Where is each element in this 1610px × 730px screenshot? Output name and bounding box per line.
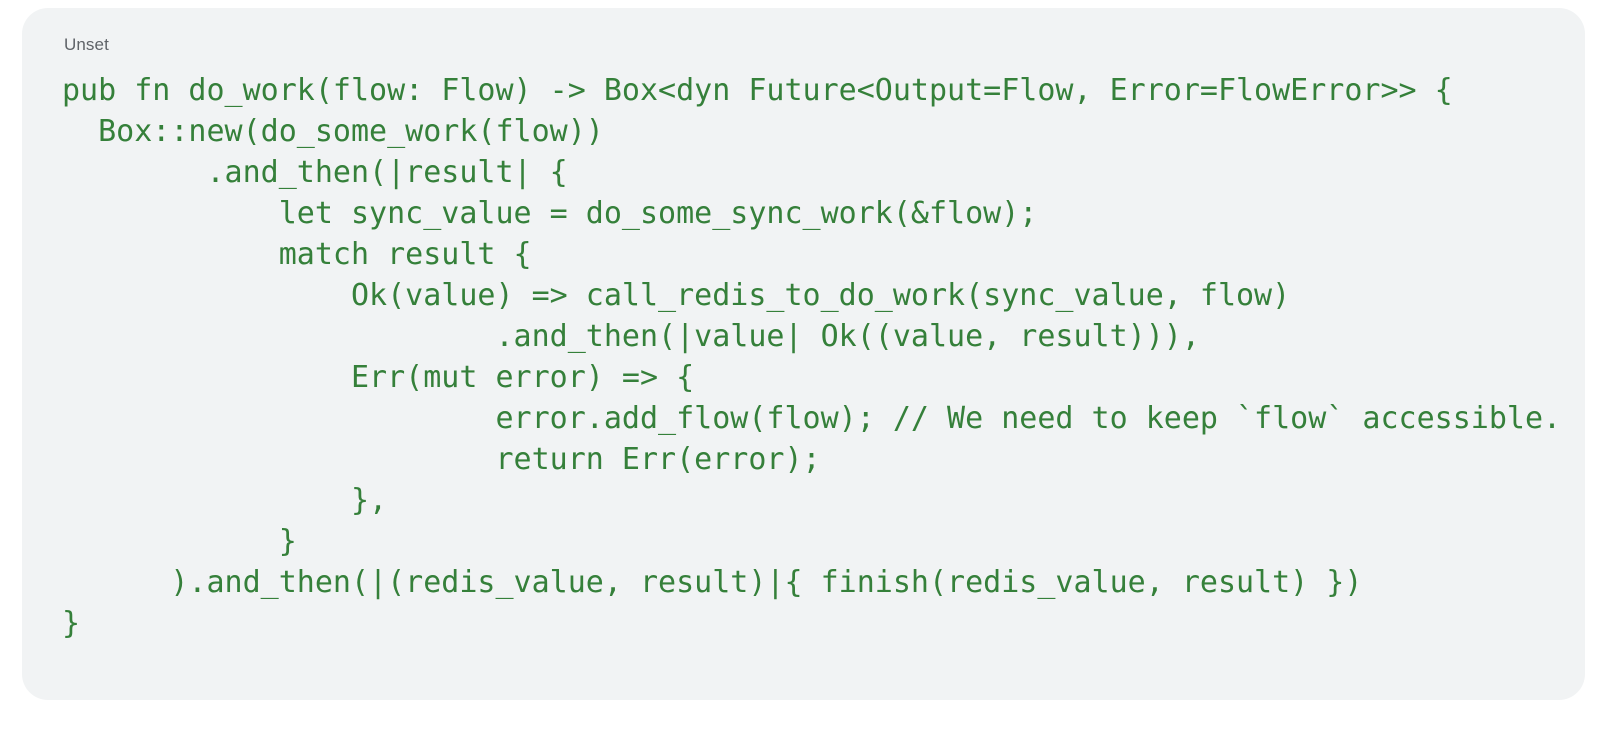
code-line: .and_then(|result| { xyxy=(62,155,568,190)
code-line: ).and_then(|(redis_value, result)|{ fini… xyxy=(62,565,1363,600)
code-line: } xyxy=(62,524,297,559)
code-line: }, xyxy=(62,483,388,518)
code-line: return Err(error); xyxy=(62,442,821,477)
code-block-card: Unset pub fn do_work(flow: Flow) -> Box<… xyxy=(22,8,1585,700)
code-line: .and_then(|value| Ok((value, result))), xyxy=(62,319,1200,354)
code-line: Err(mut error) => { xyxy=(62,360,695,395)
code-line: Ok(value) => call_redis_to_do_work(sync_… xyxy=(62,278,1291,313)
code-lines: pub fn do_work(flow: Flow) -> Box<dyn Fu… xyxy=(62,70,1562,644)
code-content[interactable]: pub fn do_work(flow: Flow) -> Box<dyn Fu… xyxy=(62,70,1562,644)
code-line: error.add_flow(flow); // We need to keep… xyxy=(62,401,1562,436)
code-line: pub fn do_work(flow: Flow) -> Box<dyn Fu… xyxy=(62,73,1453,108)
code-line: match result { xyxy=(62,237,532,272)
code-line: } xyxy=(62,606,81,641)
code-language-label: Unset xyxy=(64,35,109,54)
code-line: Box::new(do_some_work(flow)) xyxy=(62,114,604,149)
code-line: let sync_value = do_some_sync_work(&flow… xyxy=(62,196,1038,231)
